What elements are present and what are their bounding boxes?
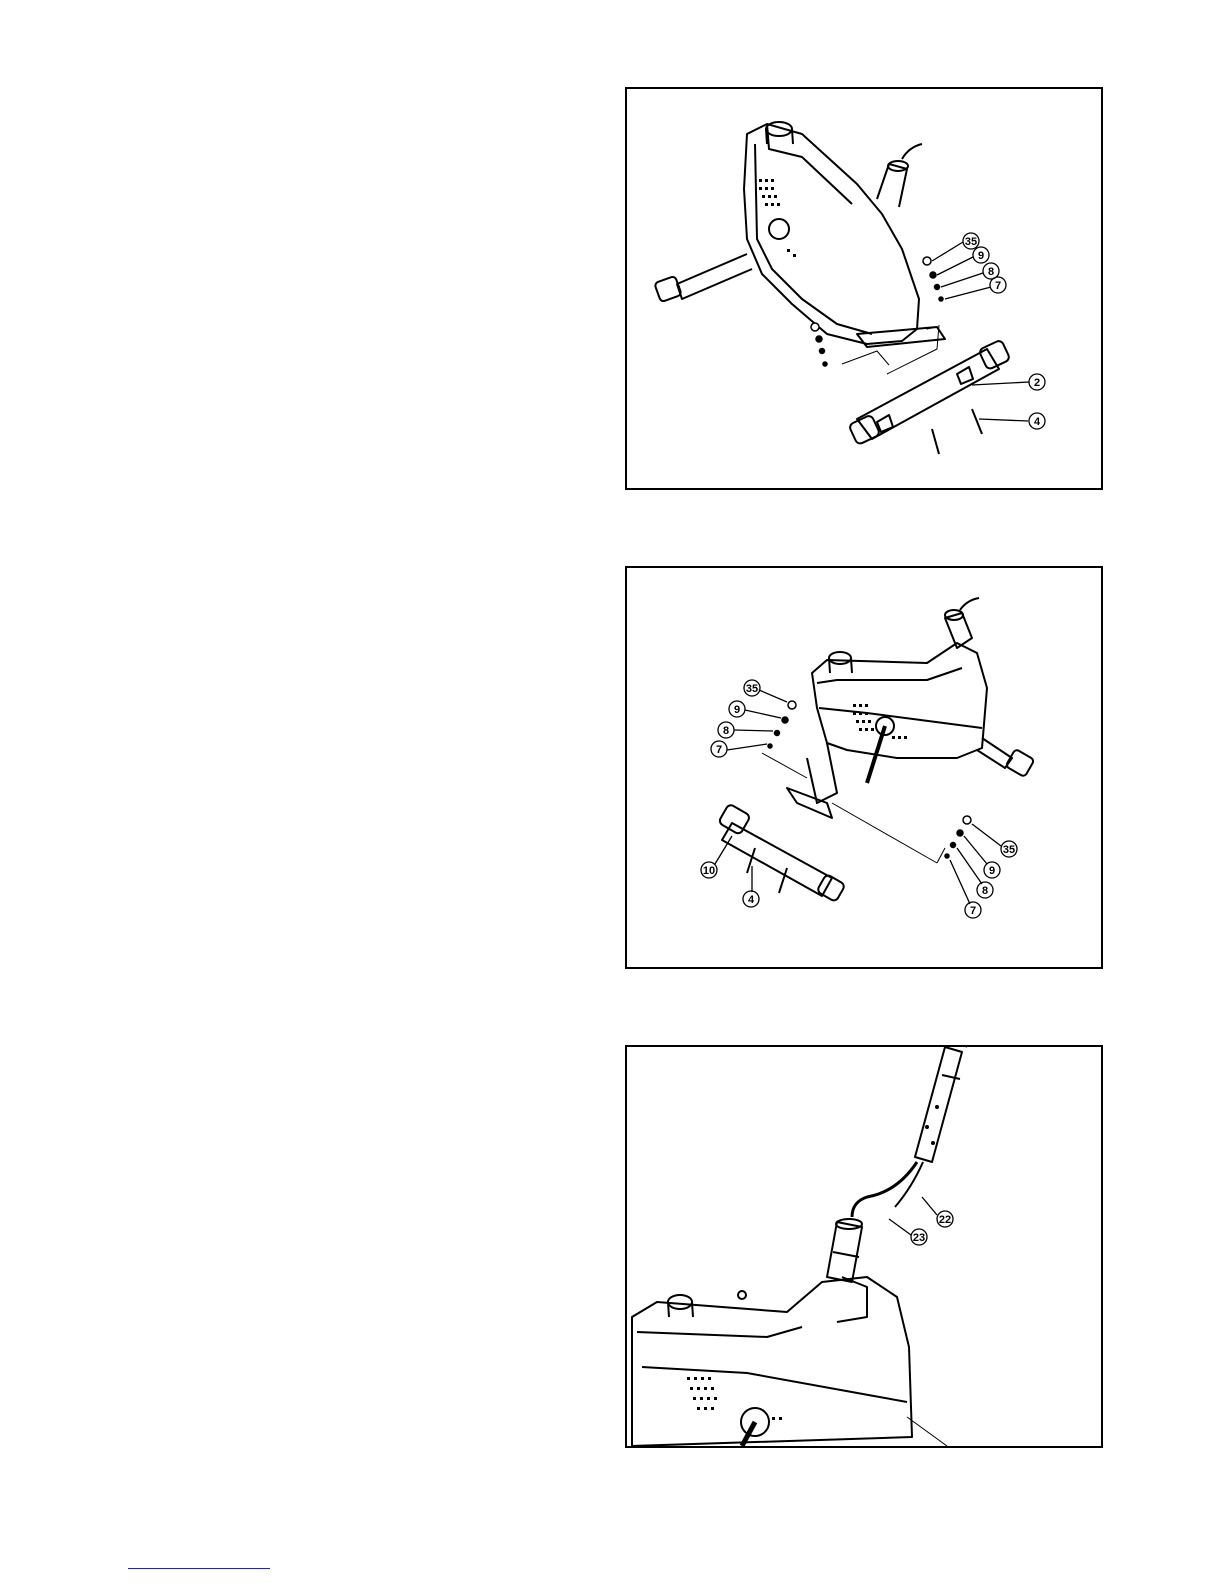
handlebar-post-illustration: 22 23 bbox=[627, 1047, 1101, 1446]
callout-8-right: 8 bbox=[982, 885, 988, 897]
callout-35-left: 35 bbox=[746, 683, 758, 695]
callout-35-right: 35 bbox=[1003, 844, 1015, 856]
callout-23: 23 bbox=[913, 1232, 925, 1244]
callout-7-right: 7 bbox=[970, 905, 976, 917]
callout-4: 4 bbox=[748, 894, 755, 906]
front-stabilizer-illustration: 35 9 8 7 10 4 35 9 8 7 bbox=[627, 568, 1101, 967]
callout-7-left: 7 bbox=[716, 744, 722, 756]
figure-rear-stabilizer: 35 9 8 7 2 4 bbox=[625, 87, 1103, 490]
callout-8: 8 bbox=[988, 266, 994, 278]
callout-7: 7 bbox=[995, 280, 1001, 292]
callout-10: 10 bbox=[703, 865, 715, 877]
callout-35: 35 bbox=[965, 236, 977, 248]
callout-9: 9 bbox=[978, 250, 984, 262]
footer-underline bbox=[128, 1568, 270, 1569]
figure-handlebar-post: 22 23 bbox=[625, 1045, 1103, 1448]
rear-stabilizer-illustration: 35 9 8 7 2 4 bbox=[627, 89, 1101, 488]
callout-2: 2 bbox=[1034, 377, 1040, 389]
callout-22: 22 bbox=[939, 1214, 951, 1226]
callout-4: 4 bbox=[1034, 416, 1041, 428]
callout-9-right: 9 bbox=[989, 865, 995, 877]
callout-8-left: 8 bbox=[723, 725, 729, 737]
figure-front-stabilizer: 35 9 8 7 10 4 35 9 8 7 bbox=[625, 566, 1103, 969]
callout-9-left: 9 bbox=[734, 704, 740, 716]
